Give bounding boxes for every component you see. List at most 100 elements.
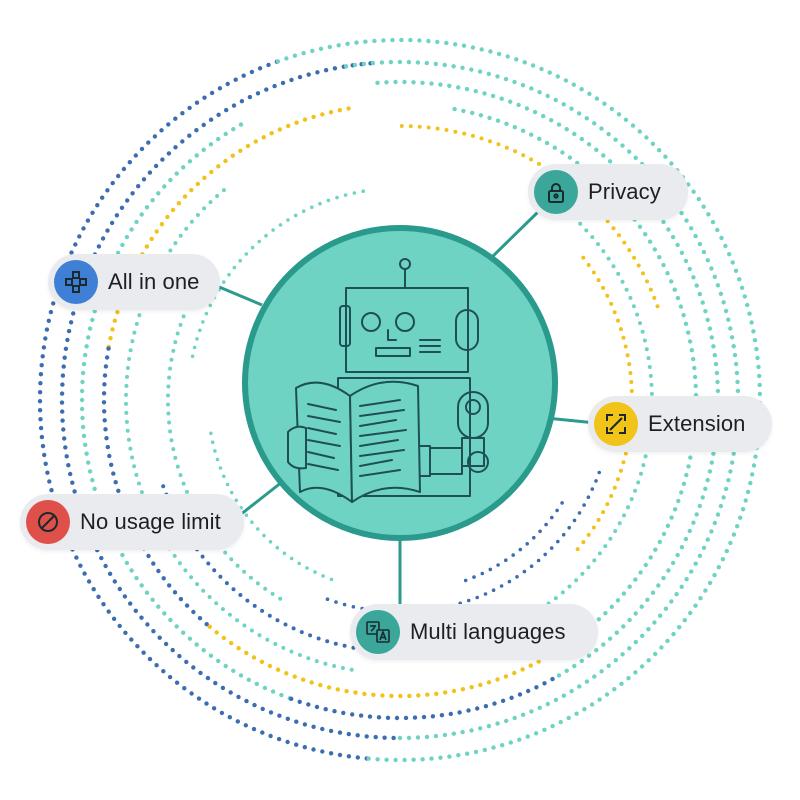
ring-dot (644, 135, 649, 140)
ring-dot (574, 578, 579, 583)
ring-dot (202, 206, 207, 211)
ring-dot (294, 742, 299, 747)
ring-dot (686, 464, 691, 469)
ring-dot (457, 710, 462, 715)
ring-dot (616, 477, 620, 482)
ring-dot (499, 96, 504, 101)
ring-dot (500, 743, 505, 748)
ring-dot (327, 44, 332, 50)
ring-dot (196, 696, 202, 701)
ring-dot (314, 704, 320, 710)
ring-dot (229, 557, 234, 562)
ring-dot (420, 757, 425, 762)
ring-dot (194, 153, 199, 158)
ring-dot (302, 117, 308, 122)
ring-dot (745, 302, 750, 308)
ring-dot (724, 548, 729, 554)
ring-dot (402, 757, 407, 763)
ring-dot (495, 74, 500, 79)
ring-dot (451, 688, 457, 694)
ring-dot (597, 697, 602, 702)
ring-dot (198, 670, 203, 676)
ring-dot (426, 125, 431, 130)
ring-dot (586, 142, 592, 147)
ring-dot (633, 639, 638, 645)
ring-dot (266, 62, 271, 68)
ring-dot (567, 525, 571, 530)
feature-multi-languages[interactable]: Multi languages (350, 604, 598, 660)
feature-all-in-one[interactable]: All in one (48, 254, 220, 310)
ring-dot (552, 145, 557, 150)
ring-dot (174, 624, 179, 629)
ring-dot (129, 227, 134, 232)
ring-dot (38, 381, 43, 386)
ring-dot (191, 665, 196, 670)
ring-dot (528, 663, 533, 668)
ring-dot (666, 227, 671, 232)
ring-dot (697, 291, 702, 297)
ring-dot (569, 689, 574, 694)
ring-dot (78, 563, 83, 568)
ring-dot (286, 218, 290, 222)
ring-dot (132, 330, 137, 335)
ring-dot (626, 676, 631, 681)
ring-dot (189, 219, 194, 224)
ring-dot (173, 145, 178, 150)
ring-dot (424, 60, 429, 66)
ring-dot (469, 685, 474, 690)
ring-dot (711, 451, 716, 456)
ring-dot (335, 195, 339, 200)
ring-dot (425, 692, 430, 697)
ring-dot (495, 118, 501, 123)
ring-dot (84, 451, 89, 456)
ring-dot (681, 481, 687, 486)
ring-dot (639, 604, 644, 609)
ring-dot (416, 693, 421, 698)
ring-dot (435, 39, 440, 45)
ring-dot (61, 427, 66, 432)
ring-dot (591, 525, 596, 530)
ring-dot (435, 126, 440, 131)
ring-dot (81, 433, 87, 439)
ring-dot (638, 570, 643, 575)
ring-dot (745, 489, 751, 495)
ring-dot (522, 60, 527, 65)
ring-dot (214, 630, 219, 635)
ring-dot (127, 357, 132, 361)
ring-dot (612, 485, 617, 490)
ring-dot (326, 685, 332, 690)
ring-dot (594, 648, 599, 653)
feature-no-usage-limit[interactable]: No usage limit (20, 494, 244, 550)
ring-dot (130, 339, 135, 344)
ring-dot (141, 177, 147, 182)
ring-dot (313, 570, 317, 574)
ring-dot (263, 586, 268, 591)
ring-dot (65, 337, 70, 343)
ring-dot (315, 70, 320, 75)
feature-extension[interactable]: Extension (588, 396, 772, 452)
ring-dot (223, 663, 228, 669)
ring-dot (178, 233, 183, 238)
ring-dot (529, 86, 534, 91)
ring-dot (37, 390, 43, 395)
ring-dot (325, 597, 330, 601)
ring-dot (213, 680, 218, 686)
ring-dot (125, 374, 129, 379)
feature-privacy[interactable]: Privacy (528, 164, 688, 220)
ring-dot (715, 379, 720, 385)
ring-dot (733, 361, 739, 367)
ring-dot (204, 701, 209, 706)
ring-dot (507, 579, 512, 584)
ring-dot (661, 575, 666, 581)
ring-dot (201, 320, 205, 324)
ring-dot (346, 106, 351, 111)
ring-dot (141, 650, 146, 655)
ring-dot (571, 82, 576, 87)
ring-dot (91, 587, 96, 592)
ring-dot (483, 704, 489, 709)
privacy-label: Privacy (588, 179, 661, 204)
ring-dot (299, 630, 304, 635)
ring-dot (233, 77, 238, 82)
ring-dot (675, 295, 681, 301)
ring-dot (231, 127, 236, 132)
